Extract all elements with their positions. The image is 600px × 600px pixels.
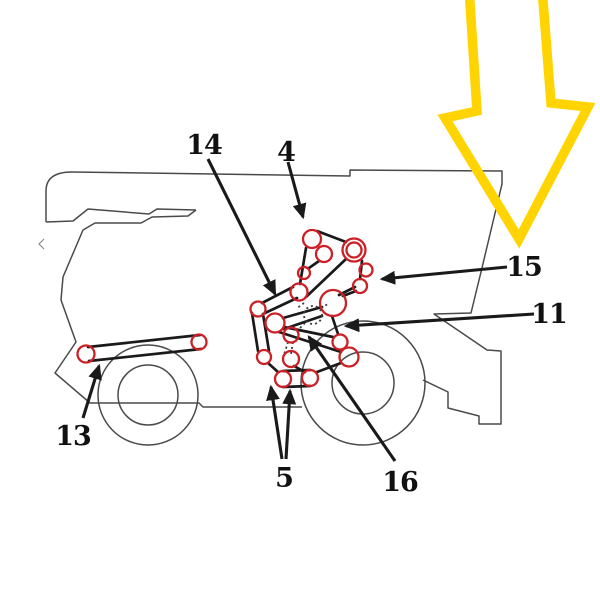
callout-arrow-14 — [206, 158, 277, 297]
pulley — [282, 326, 300, 344]
callout-label-14: 14 — [186, 130, 222, 161]
callout-arrow-11 — [343, 312, 535, 333]
pulley — [296, 265, 312, 281]
hidden-pulley — [303, 305, 323, 325]
pulley — [76, 344, 96, 364]
callout-labels: 14 4 15 11 13 5 16 — [55, 130, 568, 498]
pulleys — [76, 228, 374, 389]
pulley — [338, 346, 360, 368]
hidden-belt-segments — [283, 302, 329, 356]
right-belt-run — [277, 305, 343, 354]
pulley — [273, 369, 293, 389]
pulley — [314, 244, 334, 264]
pulley-double-inner — [345, 241, 363, 259]
left-belt-run — [250, 285, 299, 374]
pulley — [289, 282, 309, 302]
combine-body-outline — [45, 169, 503, 425]
elevator-belt — [86, 333, 203, 363]
combine-outline — [38, 169, 503, 446]
pulley — [300, 368, 320, 388]
front-wheel-inner — [117, 364, 179, 426]
highlight-arrow-icon — [437, 0, 596, 249]
upper-belt-run — [298, 229, 348, 286]
cross-belt-run — [304, 257, 364, 299]
stray-chevron-mark — [38, 238, 45, 250]
callout-arrows — [81, 158, 535, 462]
pulley — [264, 312, 286, 334]
callout-arrow-16 — [307, 335, 397, 462]
pulley — [301, 228, 323, 250]
callout-label-5: 5 — [275, 463, 293, 494]
cab-and-feeder-outline — [54, 209, 302, 408]
pulley — [190, 333, 208, 351]
pulley — [318, 288, 348, 318]
front-wheel-outer — [97, 344, 199, 446]
callout-arrow-5b — [282, 388, 297, 460]
callout-label-4: 4 — [277, 137, 295, 168]
callout-label-13: 13 — [55, 421, 91, 452]
pulley — [255, 348, 273, 366]
rear-wheel-outer — [300, 320, 426, 446]
callout-arrow-5a — [266, 384, 284, 460]
pulley — [281, 349, 301, 369]
pulley-double-outer — [341, 237, 367, 263]
belt-lines — [86, 229, 364, 389]
pulley — [358, 262, 374, 278]
callout-label-15: 15 — [506, 252, 542, 283]
pulley — [351, 277, 369, 295]
callout-arrow-13 — [81, 363, 102, 419]
callout-arrow-15 — [379, 265, 508, 285]
hidden-pulley-dotted — [283, 302, 329, 356]
callout-label-11: 11 — [531, 299, 567, 330]
callout-label-16: 16 — [382, 467, 418, 498]
pulley — [331, 333, 349, 351]
pulley — [249, 300, 267, 318]
unloading-auger-outline — [45, 208, 197, 223]
callout-arrow-4 — [286, 161, 307, 220]
bottom-belt-run — [281, 361, 343, 389]
